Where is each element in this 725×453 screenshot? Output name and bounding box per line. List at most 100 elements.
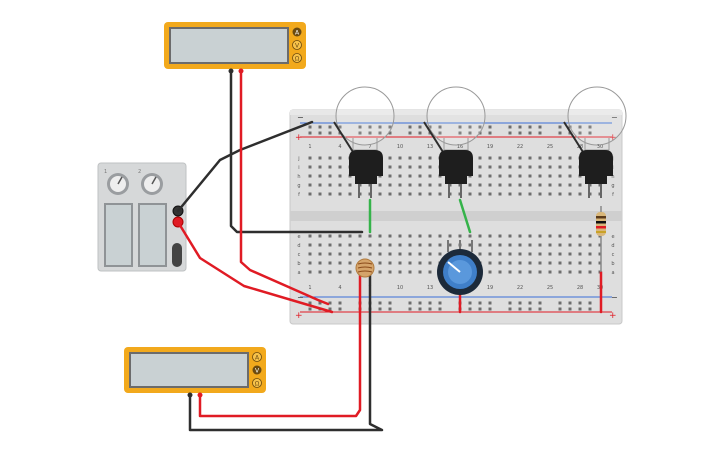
- breadboard-hole[interactable]: [388, 131, 392, 135]
- breadboard-hole[interactable]: [398, 156, 402, 160]
- breadboard-hole[interactable]: [388, 234, 392, 238]
- probe-com-terminal[interactable]: [187, 392, 193, 398]
- breadboard-hole[interactable]: [528, 192, 532, 196]
- breadboard-hole[interactable]: [438, 307, 442, 311]
- breadboard-hole[interactable]: [488, 307, 492, 311]
- breadboard-hole[interactable]: [308, 252, 312, 256]
- breadboard-hole[interactable]: [388, 252, 392, 256]
- breadboard-hole[interactable]: [348, 261, 352, 265]
- breadboard-hole[interactable]: [378, 252, 382, 256]
- breadboard-hole[interactable]: [418, 307, 422, 311]
- breadboard-hole[interactable]: [588, 307, 592, 311]
- power-switch[interactable]: [172, 243, 182, 267]
- breadboard-hole[interactable]: [418, 243, 422, 247]
- breadboard-hole[interactable]: [568, 307, 572, 311]
- breadboard-hole[interactable]: [568, 234, 572, 238]
- breadboard-hole[interactable]: [308, 183, 312, 187]
- breadboard-hole[interactable]: [348, 252, 352, 256]
- breadboard-hole[interactable]: [398, 183, 402, 187]
- breadboard-hole[interactable]: [538, 174, 542, 178]
- breadboard-hole[interactable]: [558, 234, 562, 238]
- breadboard-hole[interactable]: [558, 261, 562, 265]
- breadboard-hole[interactable]: [468, 234, 472, 238]
- breadboard-hole[interactable]: [558, 125, 562, 129]
- breadboard-hole[interactable]: [558, 174, 562, 178]
- breadboard-hole[interactable]: [498, 261, 502, 265]
- breadboard-hole[interactable]: [308, 131, 312, 135]
- breadboard-hole[interactable]: [588, 252, 592, 256]
- light-bulb[interactable]: [567, 86, 627, 151]
- breadboard-hole[interactable]: [388, 192, 392, 196]
- breadboard-hole[interactable]: [438, 192, 442, 196]
- breadboard-hole[interactable]: [488, 174, 492, 178]
- breadboard-hole[interactable]: [468, 307, 472, 311]
- breadboard-hole[interactable]: [538, 243, 542, 247]
- breadboard-hole[interactable]: [408, 165, 412, 169]
- breadboard-hole[interactable]: [558, 270, 562, 274]
- breadboard-hole[interactable]: [408, 131, 412, 135]
- breadboard-hole[interactable]: [518, 156, 522, 160]
- breadboard-hole[interactable]: [528, 125, 532, 129]
- breadboard-hole[interactable]: [488, 270, 492, 274]
- breadboard-hole[interactable]: [438, 125, 442, 129]
- breadboard-hole[interactable]: [308, 174, 312, 178]
- breadboard-hole[interactable]: [388, 301, 392, 305]
- breadboard-hole[interactable]: [508, 301, 512, 305]
- breadboard-hole[interactable]: [508, 174, 512, 178]
- breadboard-hole[interactable]: [338, 192, 342, 196]
- breadboard-hole[interactable]: [548, 261, 552, 265]
- breadboard-hole[interactable]: [558, 301, 562, 305]
- breadboard-hole[interactable]: [308, 165, 312, 169]
- breadboard-hole[interactable]: [478, 125, 482, 129]
- breadboard-hole[interactable]: [538, 125, 542, 129]
- breadboard-hole[interactable]: [498, 165, 502, 169]
- breadboard-hole[interactable]: [408, 192, 412, 196]
- breadboard-hole[interactable]: [378, 307, 382, 311]
- breadboard-hole[interactable]: [338, 174, 342, 178]
- breadboard-hole[interactable]: [478, 165, 482, 169]
- breadboard-hole[interactable]: [408, 174, 412, 178]
- breadboard-hole[interactable]: [408, 307, 412, 311]
- breadboard-hole[interactable]: [498, 183, 502, 187]
- breadboard-hole[interactable]: [518, 270, 522, 274]
- wire-top-meter-red[interactable]: [239, 68, 330, 306]
- breadboard-hole[interactable]: [318, 174, 322, 178]
- breadboard-hole[interactable]: [508, 252, 512, 256]
- breadboard-hole[interactable]: [398, 252, 402, 256]
- breadboard-hole[interactable]: [568, 192, 572, 196]
- breadboard-hole[interactable]: [388, 165, 392, 169]
- breadboard-hole[interactable]: [498, 243, 502, 247]
- breadboard-hole[interactable]: [568, 261, 572, 265]
- breadboard-hole[interactable]: [378, 301, 382, 305]
- wire-green-2[interactable]: [458, 198, 472, 234]
- breadboard-hole[interactable]: [468, 183, 472, 187]
- breadboard-hole[interactable]: [428, 125, 432, 129]
- breadboard-hole[interactable]: [368, 125, 372, 129]
- breadboard-hole[interactable]: [478, 174, 482, 178]
- breadboard-hole[interactable]: [498, 192, 502, 196]
- breadboard-hole[interactable]: [488, 183, 492, 187]
- breadboard-hole[interactable]: [568, 252, 572, 256]
- breadboard-hole[interactable]: [328, 307, 332, 311]
- breadboard-hole[interactable]: [348, 192, 352, 196]
- mode-a-button[interactable]: [292, 27, 302, 37]
- breadboard-hole[interactable]: [508, 165, 512, 169]
- breadboard-hole[interactable]: [418, 252, 422, 256]
- breadboard-hole[interactable]: [568, 270, 572, 274]
- breadboard-hole[interactable]: [418, 156, 422, 160]
- breadboard-hole[interactable]: [418, 174, 422, 178]
- breadboard-hole[interactable]: [338, 156, 342, 160]
- breadboard-hole[interactable]: [468, 243, 472, 247]
- breadboard-hole[interactable]: [328, 243, 332, 247]
- breadboard-hole[interactable]: [368, 243, 372, 247]
- breadboard-hole[interactable]: [368, 234, 372, 238]
- breadboard-hole[interactable]: [388, 183, 392, 187]
- wire-supply-positive[interactable]: [176, 220, 334, 314]
- breadboard-hole[interactable]: [548, 234, 552, 238]
- breadboard-hole[interactable]: [338, 125, 342, 129]
- breadboard-hole[interactable]: [498, 234, 502, 238]
- breadboard-hole[interactable]: [428, 192, 432, 196]
- mode-ohm-button[interactable]: [292, 53, 302, 63]
- breadboard-hole[interactable]: [528, 261, 532, 265]
- breadboard-hole[interactable]: [578, 252, 582, 256]
